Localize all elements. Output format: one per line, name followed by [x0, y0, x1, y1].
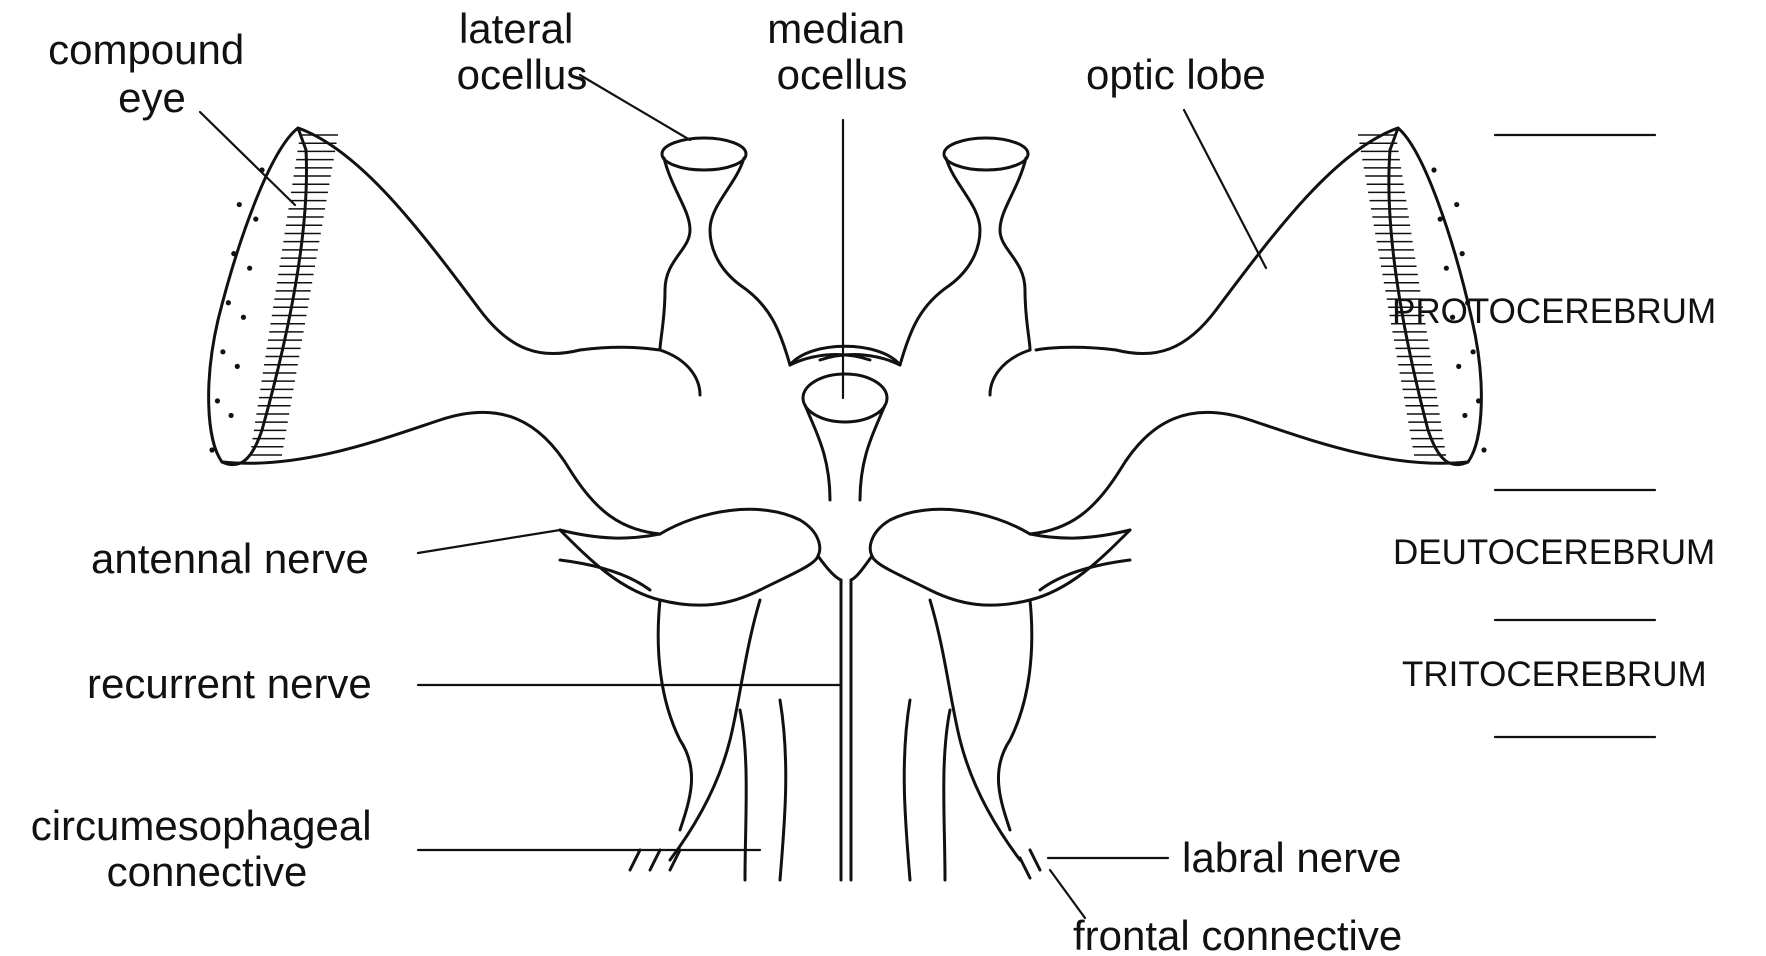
- eye-facet-dot: [1476, 398, 1481, 403]
- eye-facet-dot: [235, 364, 240, 369]
- eye-facet-dot: [220, 349, 225, 354]
- left-eye-dots: [209, 167, 264, 452]
- protocerebrum-label: PROTOCEREBRUM: [1392, 292, 1716, 331]
- eye-facet-dot: [1431, 167, 1436, 172]
- eye-facet-dot: [226, 300, 231, 305]
- text-labels: compound eye lateral ocellus median ocel…: [31, 5, 1716, 956]
- right-lateral-ocellus: [944, 138, 1028, 170]
- eye-facet-dot: [209, 447, 214, 452]
- median-ocellus-label: median ocellus: [767, 5, 916, 98]
- eye-facet-dot: [1454, 202, 1459, 207]
- median-ocellus-label-line1: median: [767, 5, 905, 52]
- optic-lobe-leader: [1184, 110, 1266, 268]
- tritocerebrum-label: TRITOCEREBRUM: [1402, 655, 1707, 694]
- right-circumesophageal-connective: [998, 600, 1031, 830]
- left-brain-half: [209, 128, 870, 880]
- right-brain-half: [820, 128, 1487, 880]
- eye-facet-dot: [1456, 364, 1461, 369]
- circumesophageal-label-line1: circumesophageal: [31, 802, 372, 849]
- median-ocellus-label-line2: ocellus: [777, 51, 908, 98]
- eye-facet-dot: [1462, 413, 1467, 418]
- eye-facet-dot: [247, 266, 252, 271]
- antennal-nerve-label: antennal nerve: [91, 535, 369, 582]
- recurrent-nerve-label: recurrent nerve: [87, 660, 372, 707]
- lateral-ocellus-leader: [580, 75, 690, 140]
- eye-facet-dot: [241, 315, 246, 320]
- median-structures: [630, 346, 1040, 880]
- eye-facet-dot: [1460, 251, 1465, 256]
- frontal-connective-leader: [1050, 870, 1085, 918]
- right-antennal-lobe: [870, 509, 1030, 556]
- median-ocellus: [803, 374, 887, 422]
- left-lateral-ocellus: [662, 138, 746, 170]
- right-optic-lobe-bottom: [1030, 412, 1468, 534]
- lateral-ocellus-label-line2: ocellus: [457, 51, 588, 98]
- circumesophageal-label-line2: connective: [107, 848, 308, 895]
- left-optic-lobe-top: [298, 128, 660, 354]
- left-lateral-ocellus-stalk: [660, 158, 690, 350]
- deutocerebrum-label: DEUTOCEREBRUM: [1393, 533, 1715, 572]
- lateral-ocellus-label-line1: lateral: [459, 5, 573, 52]
- labral-nerve-label: labral nerve: [1182, 834, 1401, 881]
- compound-eye-label: compound eye: [48, 26, 256, 121]
- region-dividers: [1495, 135, 1655, 737]
- eye-facet-dot: [228, 413, 233, 418]
- left-optic-lobe-bottom: [222, 412, 660, 534]
- eye-facet-dot: [1470, 349, 1475, 354]
- eye-facet-dot: [231, 251, 236, 256]
- optic-lobe-label: optic lobe: [1086, 51, 1266, 98]
- eye-facet-dot: [237, 202, 242, 207]
- right-lateral-ocellus-stalk: [1000, 158, 1030, 350]
- eye-facet-dot: [253, 216, 258, 221]
- eye-facet-dot: [215, 398, 220, 403]
- eye-facet-dot: [1438, 216, 1443, 221]
- circumesophageal-connective-label: circumesophageal connective: [31, 802, 384, 895]
- leader-lines: [200, 75, 1266, 918]
- eye-facet-dot: [1444, 266, 1449, 271]
- compound-eye-label-line1: compound: [48, 26, 244, 73]
- compound-eye-leader: [200, 112, 295, 205]
- left-antennal-lobe: [660, 509, 820, 556]
- eye-facet-dot: [1481, 447, 1486, 452]
- antennal-nerve-leader: [418, 530, 560, 553]
- left-circumesophageal-connective: [658, 600, 691, 830]
- right-optic-lobe-top: [1036, 128, 1398, 354]
- compound-eye-label-line2: eye: [118, 74, 186, 121]
- lateral-ocellus-label: lateral ocellus: [457, 5, 588, 98]
- frontal-connective-label: frontal connective: [1073, 912, 1402, 956]
